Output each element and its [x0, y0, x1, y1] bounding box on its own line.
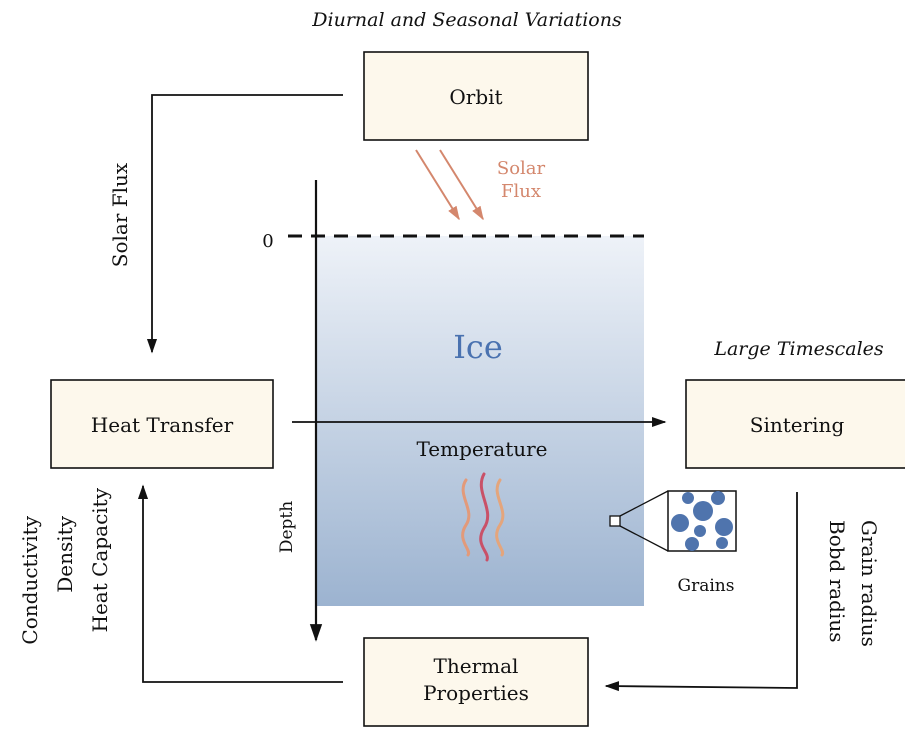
orbit-label: Orbit [449, 85, 502, 109]
thermal-properties-box [363, 637, 589, 727]
ice-label: Ice [453, 328, 503, 366]
solar-ray-1 [415, 149, 460, 221]
grains-label: Grains [678, 576, 735, 596]
heat-capacity-label: Heat Capacity [88, 487, 112, 632]
surface-zero-label: 0 [262, 231, 273, 252]
sintering-box [685, 379, 905, 469]
orbit-box [363, 51, 589, 141]
heat-waves-icon [461, 472, 505, 562]
bond-radius-label: Bobd radius [825, 520, 849, 643]
grain-sample-marker [609, 515, 621, 527]
conductivity-label: Conductivity [18, 515, 42, 644]
sintering-to-thermal-properties-arrow [604, 492, 798, 692]
heat-transfer-label: Heat Transfer [91, 413, 234, 437]
grain-circles [671, 491, 733, 551]
ice-block [316, 236, 644, 606]
sintering-label: Sintering [750, 413, 845, 437]
solar-flux-side-label: Solar Flux [108, 162, 132, 267]
depth-label: Depth [277, 501, 297, 553]
large-timescales-caption: Large Timescales [713, 338, 884, 360]
grain-radius-label: Grain radius [857, 520, 881, 647]
top-caption: Diurnal and Seasonal Variations [311, 9, 622, 31]
temperature-label: Temperature [416, 437, 547, 461]
solar-flux-label-line2: Flux [501, 181, 541, 202]
solar-flux-label-line1: Solar [497, 158, 546, 179]
solar-ray-2 [439, 149, 484, 221]
density-label: Density [53, 515, 77, 592]
grains-inset: Grains [609, 490, 737, 596]
thermal-properties-label-line2: Properties [423, 681, 529, 705]
thermal-properties-label-line1: Thermal [434, 654, 519, 678]
heat-transfer-box [50, 379, 274, 469]
thermal-properties-to-heat-transfer-arrow [137, 484, 343, 683]
orbit-to-heat-transfer-arrow [146, 94, 343, 354]
